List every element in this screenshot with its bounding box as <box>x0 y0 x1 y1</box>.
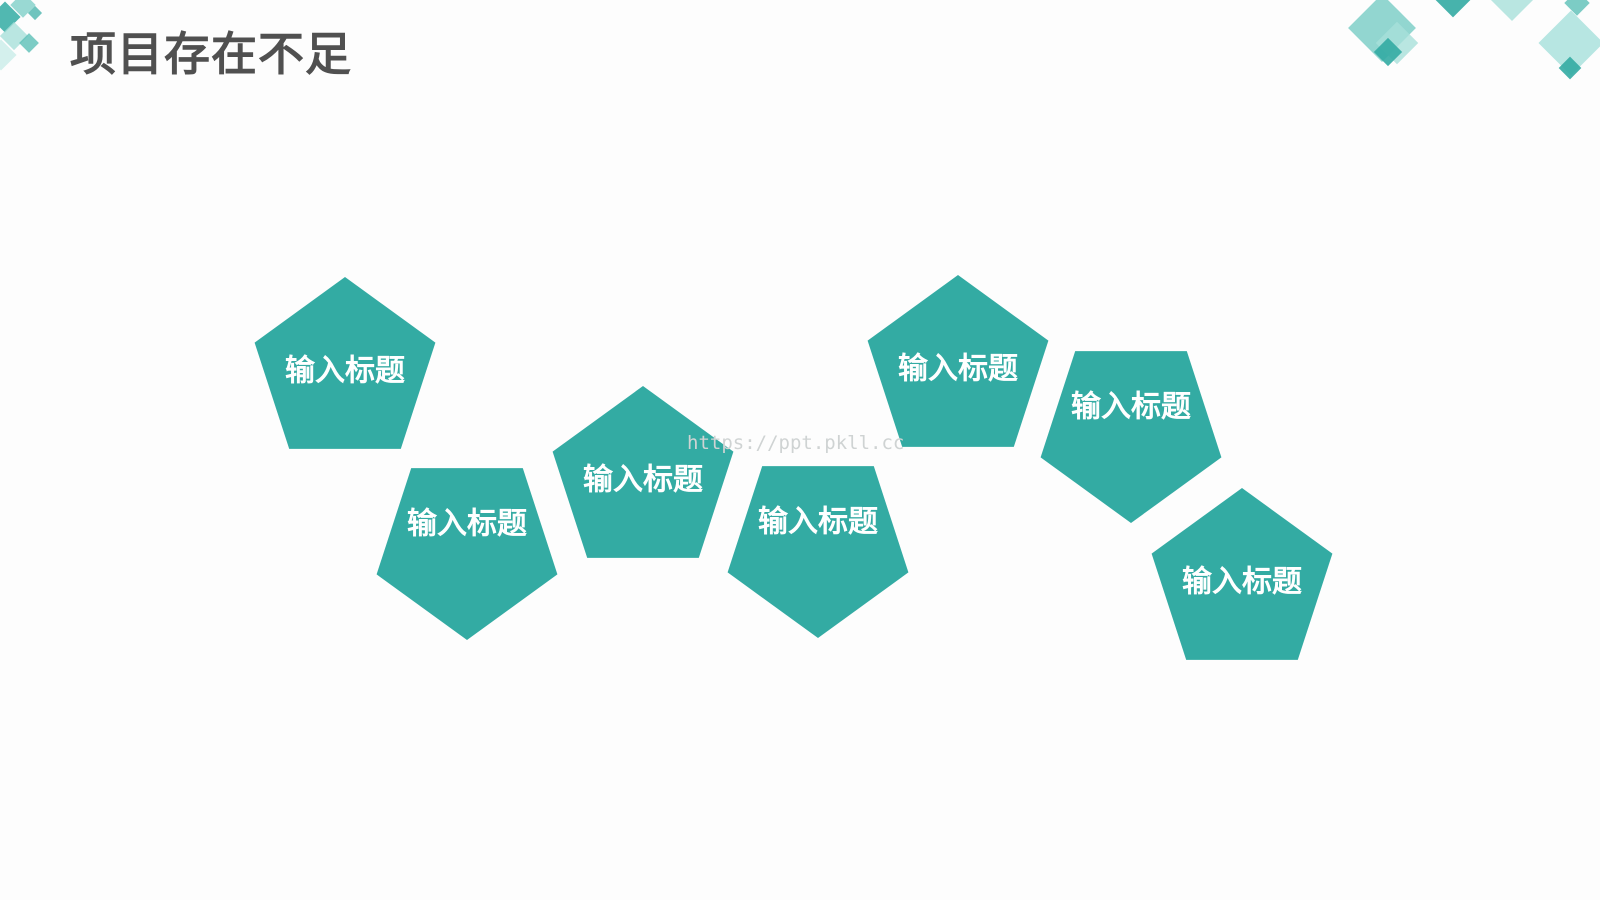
pentagon-label: 输入标题 <box>1182 565 1302 600</box>
pentagon-shape <box>1040 351 1222 523</box>
pentagon-label: 输入标题 <box>407 507 527 542</box>
pentagon-label: 输入标题 <box>583 463 703 498</box>
pentagon-shape <box>1151 488 1333 660</box>
pentagon-item: 输入标题 <box>1151 488 1333 660</box>
pentagon-label: 输入标题 <box>758 505 878 540</box>
pentagon-shape <box>552 386 734 558</box>
pentagon-shape <box>254 277 436 449</box>
pentagon-item: 输入标题 <box>1040 351 1222 523</box>
page-title: 项目存在不足 <box>70 27 352 81</box>
pentagon-item: 输入标题 <box>727 466 909 638</box>
pentagon-label: 输入标题 <box>285 354 405 389</box>
pentagon-shape <box>867 275 1049 447</box>
pentagon-item: 输入标题 <box>376 468 558 640</box>
pentagon-shape <box>727 466 909 638</box>
pentagon-item: 输入标题 <box>552 386 734 558</box>
pentagon-label: 输入标题 <box>1071 390 1191 425</box>
pentagon-item: 输入标题 <box>254 277 436 449</box>
pentagon-item: 输入标题 <box>867 275 1049 447</box>
watermark-text: https://ppt.pkll.cc <box>687 432 905 454</box>
pentagon-shape <box>376 468 558 640</box>
pentagon-label: 输入标题 <box>898 352 1018 387</box>
